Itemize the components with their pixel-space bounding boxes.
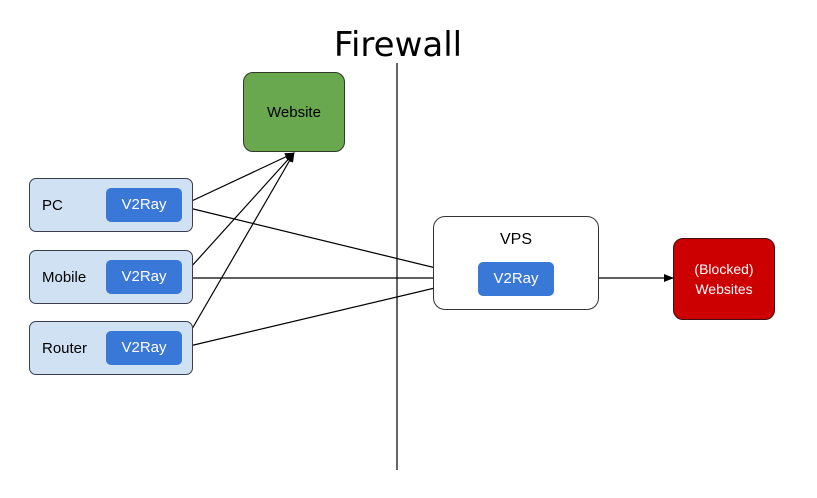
client-pc-label: PC (42, 197, 63, 214)
client-router-label: Router (42, 340, 88, 357)
blocked-websites-node: (Blocked) Websites (673, 238, 775, 320)
client-mobile-node: Mobile V2Ray (29, 250, 193, 304)
client-mobile-v2ray-badge: V2Ray (106, 260, 182, 294)
client-mobile-label: Mobile (42, 269, 87, 286)
vps-v2ray-badge: V2Ray (478, 262, 554, 296)
website-node: Website (243, 72, 345, 152)
arrow-router-to-website (180, 152, 295, 349)
website-label: Website (267, 104, 321, 121)
vps-label: VPS (499, 231, 532, 248)
blocked-line-1: (Blocked) (694, 261, 754, 277)
client-router-node: Router V2Ray (29, 321, 193, 375)
arrow-router-to-vps (180, 276, 478, 349)
client-router-v2ray-badge: V2Ray (106, 331, 182, 365)
client-pc-node: PC V2Ray (29, 178, 193, 232)
diagram-title: Firewall (333, 25, 463, 65)
arrow-pc-to-website (180, 152, 295, 207)
arrow-pc-to-vps (180, 205, 478, 280)
blocked-line-2: Websites (695, 281, 753, 297)
arrow-mobile-to-website (180, 152, 295, 279)
client-pc-v2ray-badge: V2Ray (106, 188, 182, 222)
vps-node: VPS V2Ray (433, 216, 599, 310)
